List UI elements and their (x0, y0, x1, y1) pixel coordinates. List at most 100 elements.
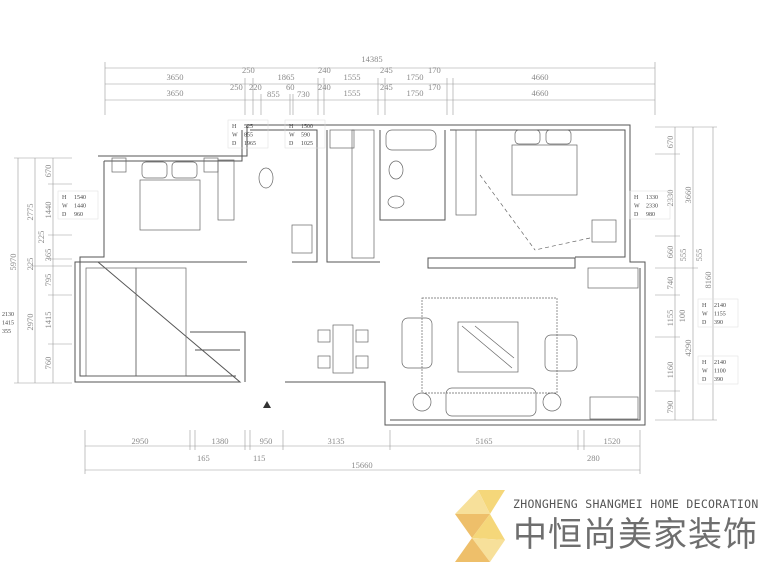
info-value: 2330 (646, 204, 658, 210)
info-label: W (232, 133, 238, 139)
bottom-dimensions: 2950 165 1380 115 950 3135 5165 280 1520… (84, 430, 641, 474)
info-label: D (289, 141, 294, 147)
dim: 740 (665, 277, 675, 290)
dim: 225 (25, 258, 35, 271)
desk-chair (591, 219, 617, 243)
dim: 3660 (683, 187, 693, 204)
info-label: D (702, 377, 707, 383)
top-dimensions: 14385 3650 250 1865 240 1555 245 1750 17… (104, 54, 656, 115)
armchair (544, 334, 578, 372)
logo-english: ZHONGHENG SHANGMEI HOME DECORATION (513, 497, 759, 511)
kitchen-counter (351, 129, 375, 259)
info-value: 390 (714, 377, 723, 383)
dim: 1865 (278, 72, 295, 82)
dim: 1555 (344, 72, 361, 82)
dim: 170 (428, 82, 441, 92)
dim: 795 (43, 274, 53, 287)
info-label: W (702, 312, 708, 318)
dim: 2775 (25, 204, 35, 221)
chair (317, 329, 331, 343)
dim: 5165 (476, 436, 493, 446)
dim: 250 (242, 65, 255, 75)
dim: 280 (587, 453, 600, 463)
pillow (514, 129, 541, 145)
dim: 1555 (344, 88, 361, 98)
info-label: D (62, 212, 67, 218)
dim: 165 (197, 453, 210, 463)
dim: 730 (297, 89, 310, 99)
info-value: 390 (714, 320, 723, 326)
pillow (171, 161, 198, 179)
info-value: 1155 (714, 312, 726, 318)
cabinet (587, 267, 639, 289)
pillow (545, 129, 572, 145)
dim-total-top: 14385 (361, 54, 382, 64)
dim: 855 (267, 89, 280, 99)
rug (421, 297, 558, 394)
info-label: D (702, 320, 707, 326)
dim: 3650 (167, 72, 184, 82)
dim: 1155 (665, 310, 675, 327)
dim: 950 (260, 436, 273, 446)
info-value: 1415 (2, 321, 14, 327)
info-label: H (62, 195, 67, 201)
info-value: 1025 (301, 141, 313, 147)
dim: 60 (286, 82, 295, 92)
info-value: 960 (74, 212, 83, 218)
toilet (388, 160, 404, 180)
dim: 4660 (532, 88, 549, 98)
wardrobe-small (217, 159, 235, 221)
dim: 2970 (25, 314, 35, 331)
dim: 790 (665, 401, 675, 414)
dim: 3135 (328, 436, 345, 446)
info-value: 1100 (714, 369, 726, 375)
wardrobe (135, 267, 187, 377)
dim: 170 (428, 65, 441, 75)
dining-table (332, 324, 354, 374)
dim: 3650 (167, 88, 184, 98)
dim: 365 (43, 249, 53, 262)
info-value: 525 (244, 124, 253, 130)
dim: 1415 (43, 312, 53, 329)
toilet (258, 167, 274, 189)
bed-left (139, 179, 201, 231)
dim: 8160 (703, 272, 713, 289)
dim: 1440 (43, 202, 53, 219)
info-label: D (232, 141, 237, 147)
dim: 555 (678, 249, 688, 262)
dim: 1520 (604, 436, 621, 446)
dim: 245 (380, 82, 393, 92)
dim: 670 (665, 136, 675, 149)
dim: 4660 (532, 72, 549, 82)
info-value: 2140 (714, 360, 726, 366)
bathtub (385, 129, 437, 151)
info-label: W (289, 133, 295, 139)
dim: 670 (43, 165, 53, 178)
dim: 555 (694, 249, 704, 262)
sofa-left (401, 317, 433, 369)
washbasin (387, 195, 405, 209)
nightstand (111, 157, 127, 173)
chair (355, 355, 369, 369)
dim: 5970 (8, 254, 18, 271)
dim: 1160 (665, 362, 675, 379)
dim: 100 (677, 310, 687, 323)
info-label: W (62, 204, 68, 210)
info-value: 1440 (74, 204, 86, 210)
info-label: H (702, 303, 707, 309)
info-value: 355 (2, 329, 11, 335)
dim: 225 (36, 231, 46, 244)
dim: 240 (318, 65, 331, 75)
info-value: 1330 (646, 195, 658, 201)
dim: 220 (249, 82, 262, 92)
dim: 760 (43, 357, 53, 370)
info-value: 1965 (244, 141, 256, 147)
dim: 1750 (407, 88, 424, 98)
